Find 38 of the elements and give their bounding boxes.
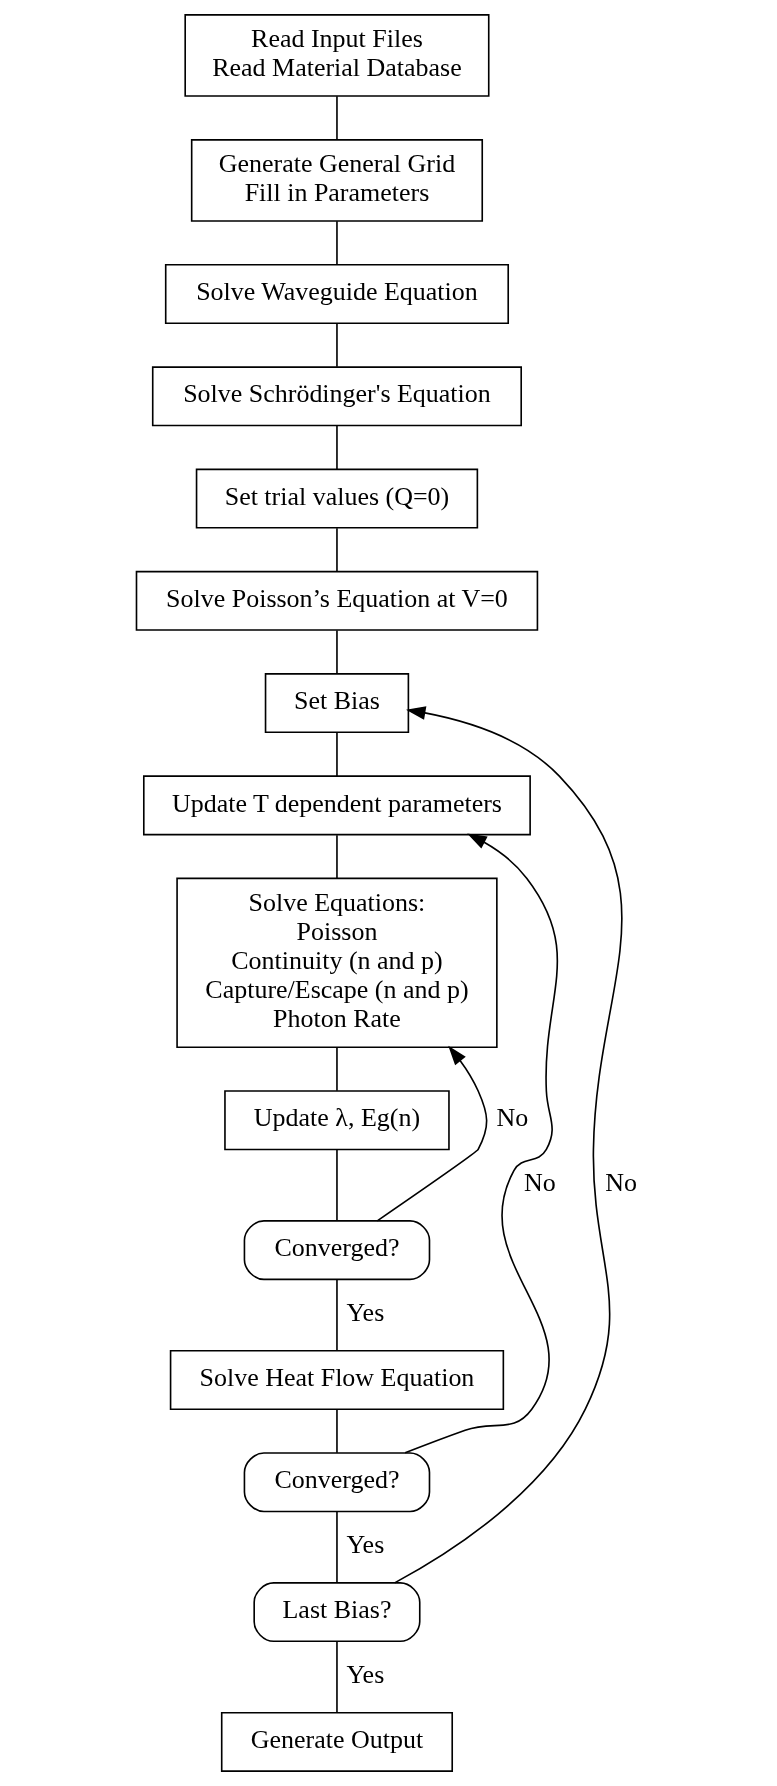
node-box: Set Bias bbox=[264, 673, 410, 734]
node-box: Solve Poisson’s Equation at V=0 bbox=[135, 570, 539, 631]
edge-label: Yes bbox=[346, 1298, 385, 1328]
edge-label: No bbox=[605, 1168, 637, 1198]
arrow bbox=[376, 1045, 488, 1222]
connector bbox=[336, 629, 338, 675]
node-box: Solve Schrödinger's Equation bbox=[151, 366, 522, 427]
edge-label: Yes bbox=[346, 1660, 385, 1690]
connector bbox=[336, 1641, 338, 1714]
connector bbox=[336, 527, 338, 573]
connector bbox=[336, 1279, 338, 1352]
node-box: Read Input Files Read Material Database bbox=[184, 14, 490, 97]
node-box: Solve Waveguide Equation bbox=[164, 264, 509, 325]
connector bbox=[336, 1046, 338, 1092]
edge-label: Yes bbox=[346, 1530, 385, 1560]
connector bbox=[336, 220, 338, 266]
node-box: Converged? bbox=[243, 1220, 431, 1281]
connector bbox=[336, 1149, 338, 1222]
connector bbox=[336, 1408, 338, 1454]
node-box: Solve Equations: Poisson Continuity (n and p) Capture/Escape (n and p) Photon Rate bbox=[176, 877, 498, 1048]
edge-label: No bbox=[523, 1168, 556, 1198]
connector bbox=[336, 1511, 338, 1584]
node-box: Set trial values (Q=0) bbox=[195, 468, 479, 529]
node-box: Update T dependent parameters bbox=[143, 775, 531, 836]
node-box: Generate Output bbox=[220, 1711, 453, 1772]
node-box: Last Bias? bbox=[253, 1582, 421, 1643]
connector bbox=[336, 425, 338, 470]
connector bbox=[336, 322, 338, 368]
connector bbox=[336, 732, 338, 777]
edge-label: No bbox=[496, 1103, 529, 1133]
node-box: Generate General Grid Fill in Parameters bbox=[190, 139, 484, 222]
node-box: Converged? bbox=[243, 1452, 431, 1513]
connector bbox=[336, 834, 338, 880]
node-box: Update λ, Eg(n) bbox=[224, 1090, 450, 1151]
connector bbox=[336, 95, 338, 141]
arrow bbox=[393, 706, 623, 1584]
arrow bbox=[404, 833, 559, 1454]
node-box: Solve Heat Flow Equation bbox=[169, 1349, 505, 1410]
